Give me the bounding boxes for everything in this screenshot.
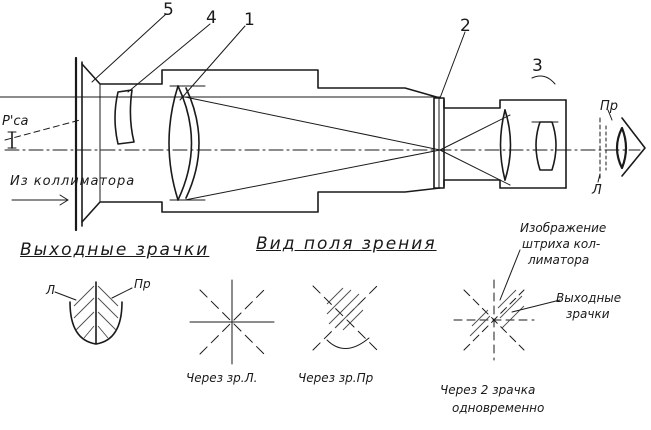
pupil-l-leader	[54, 291, 77, 301]
star-left-pupil	[189, 279, 275, 365]
wedge-element	[114, 89, 135, 145]
objective-front-surface	[168, 85, 179, 201]
label-pupil-l: Л	[46, 283, 56, 297]
caption-exit-pupils: Выходные зрачки	[20, 240, 210, 260]
caption-field-of-view: Вид поля зрения	[256, 234, 437, 254]
right-pupil-arc	[326, 337, 370, 349]
caption-through-left: Через зр.Л.	[186, 371, 258, 385]
label-part-4: 4	[206, 8, 217, 28]
exit-pupils-sketch	[54, 281, 133, 345]
housing-top-outline	[81, 63, 441, 99]
leader-3	[531, 75, 556, 85]
caption-exit-pupils-right-2: зрачки	[566, 307, 610, 321]
eyepiece-tube-bottom	[443, 179, 567, 189]
caption-through-right: Через зр.Пр	[298, 371, 374, 385]
star-right-pupil	[312, 285, 378, 351]
converging-ray-bottom	[184, 149, 441, 201]
label-pupil-pr: Пр	[134, 277, 151, 291]
leader-2	[439, 31, 466, 99]
label-part-3: 3	[532, 56, 543, 76]
caption-collimator-image-3: лиматора	[528, 253, 590, 267]
caption-exit-pupils-right-1: Выходные	[556, 291, 622, 305]
caption-both-pupils-2: одновременно	[452, 401, 545, 415]
label-pca: P'ca	[2, 114, 29, 129]
converging-ray-top	[184, 96, 441, 151]
housing-bottom-outline	[81, 187, 441, 223]
eye-pupil	[615, 126, 628, 170]
label-pr-top: Пр	[600, 99, 619, 114]
leader-4	[127, 23, 211, 93]
star-both-pupils	[453, 279, 535, 361]
eyepiece-lens-1b	[504, 109, 512, 181]
pupil-pr-leader	[111, 287, 133, 299]
eyepiece-lens-1a	[499, 109, 506, 181]
collimator-arrow-head	[59, 194, 69, 206]
caption-both-pupils-1: Через 2 зрачка	[440, 383, 536, 397]
leader-exit-pupils-right	[511, 299, 561, 313]
label-part-1: 1	[244, 10, 255, 30]
objective-back-surface	[177, 85, 193, 201]
diverging-ray-top	[439, 114, 511, 151]
leader-collimator-image	[499, 249, 521, 301]
leader-l	[597, 173, 601, 183]
eyepiece-tube-top	[443, 99, 567, 109]
diverging-ray-bottom	[439, 149, 511, 186]
label-l-top: Л	[592, 183, 602, 198]
caption-collimator-image-1: Изображение	[520, 221, 607, 235]
label-part-2: 2	[460, 16, 471, 36]
leader-1	[179, 25, 246, 101]
eye-outline	[621, 117, 646, 177]
leader-5	[91, 13, 167, 83]
eyepiece-lens-2	[535, 121, 557, 171]
caption-collimator-image-2: штриха кол-	[522, 237, 601, 251]
dashed-incoming-ray	[4, 119, 81, 141]
leader-pr	[607, 109, 613, 121]
label-part-5: 5	[163, 0, 174, 20]
label-from-collimator: Из коллиматора	[10, 174, 136, 189]
objective-second-element	[185, 87, 200, 199]
